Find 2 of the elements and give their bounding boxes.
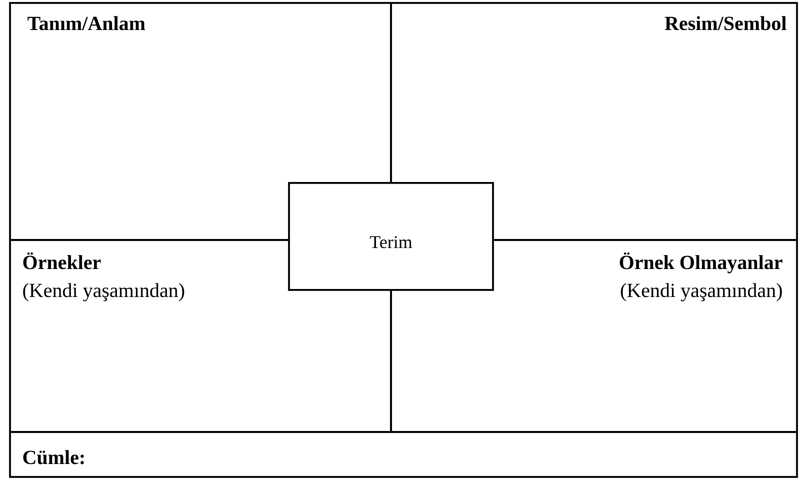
term-box: Terim [288, 182, 494, 291]
sentence-row: Cümle: [9, 431, 798, 478]
